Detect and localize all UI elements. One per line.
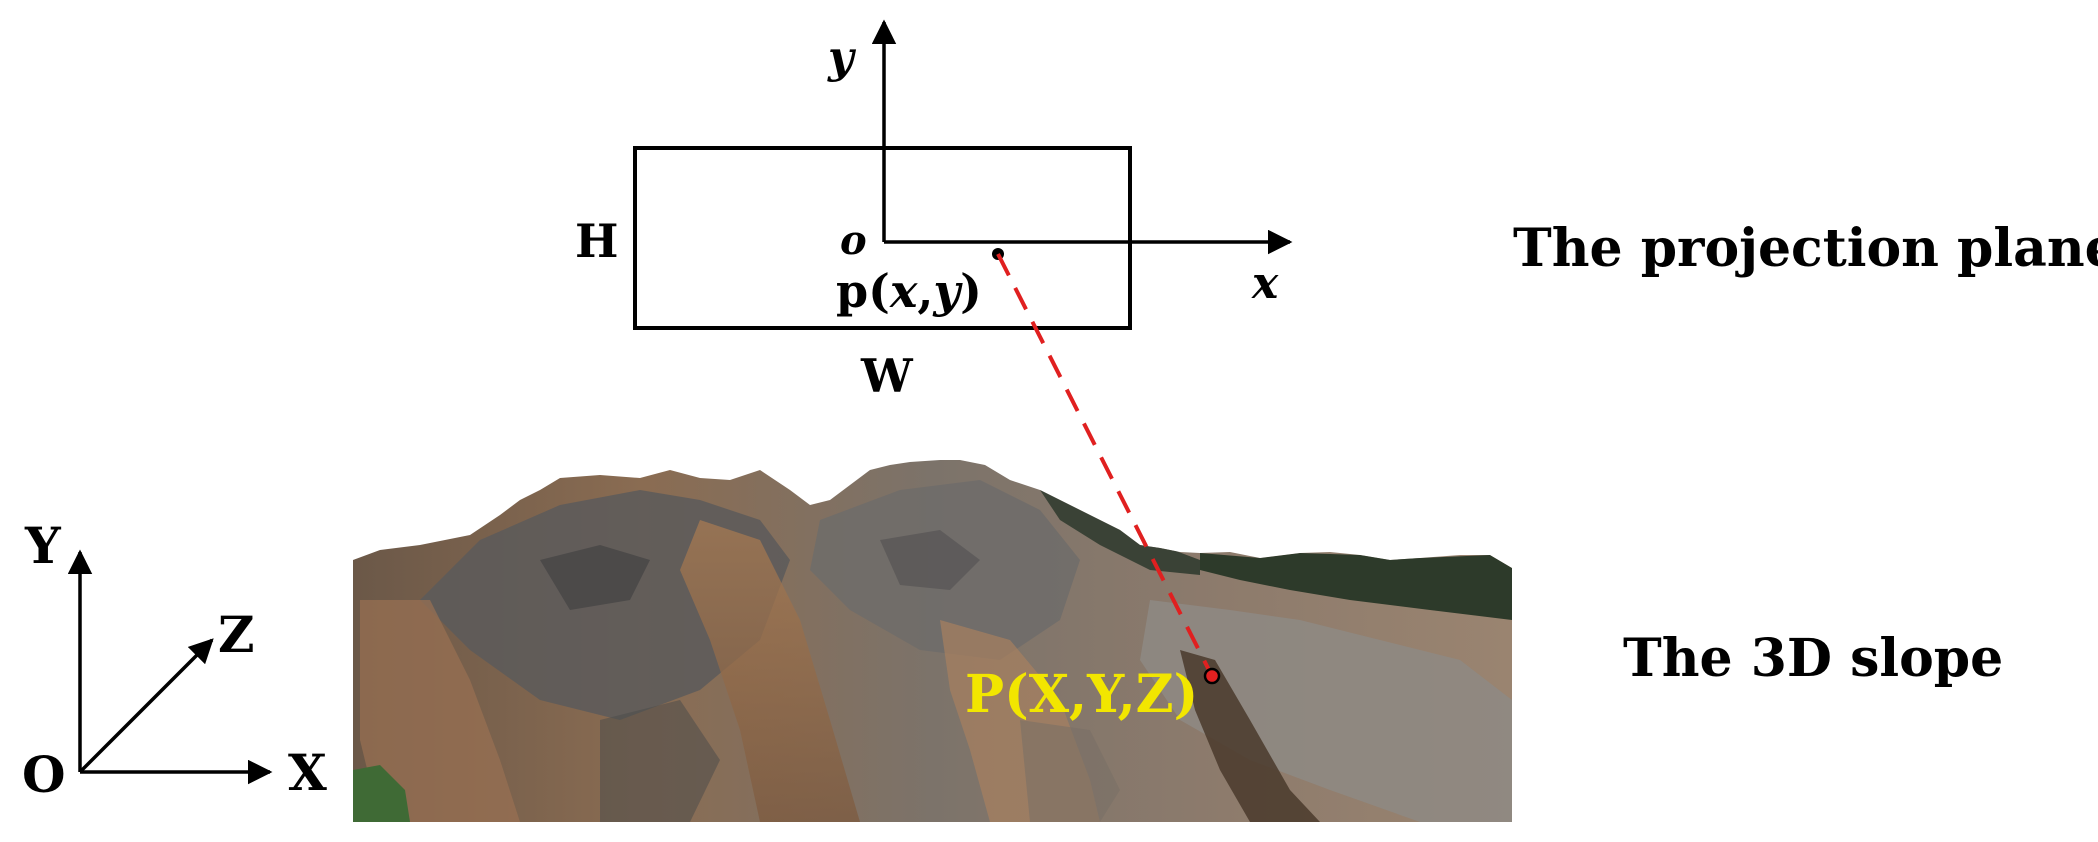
world-point: [1203, 667, 1221, 685]
image-point-label: p(x,y): [836, 264, 982, 318]
world-z-axis-label: Z: [218, 605, 255, 664]
plane-width-label: W: [860, 349, 914, 403]
slope-photo: [353, 460, 1512, 822]
image-x-axis-label: x: [1251, 258, 1279, 309]
image-y-axis-label: y: [827, 32, 857, 83]
plane-height-label: H: [575, 214, 618, 268]
image-origin-label: o: [840, 217, 867, 264]
world-z-axis: [78, 638, 214, 774]
projection-plane-title: The projection plane: [1513, 218, 2098, 279]
projection-ray: [996, 253, 1214, 677]
slope-title: The 3D slope: [1623, 628, 2003, 689]
world-y-axis-label: Y: [24, 516, 62, 575]
world-origin-label: O: [22, 745, 66, 804]
world-x-axis-label: X: [288, 743, 327, 802]
world-axes: Y X Z O: [22, 516, 327, 804]
projection-plane: y x o H W p(x,y) The projection plane: [575, 19, 2098, 403]
world-point-label: P(X,Y,Z): [965, 664, 1198, 725]
